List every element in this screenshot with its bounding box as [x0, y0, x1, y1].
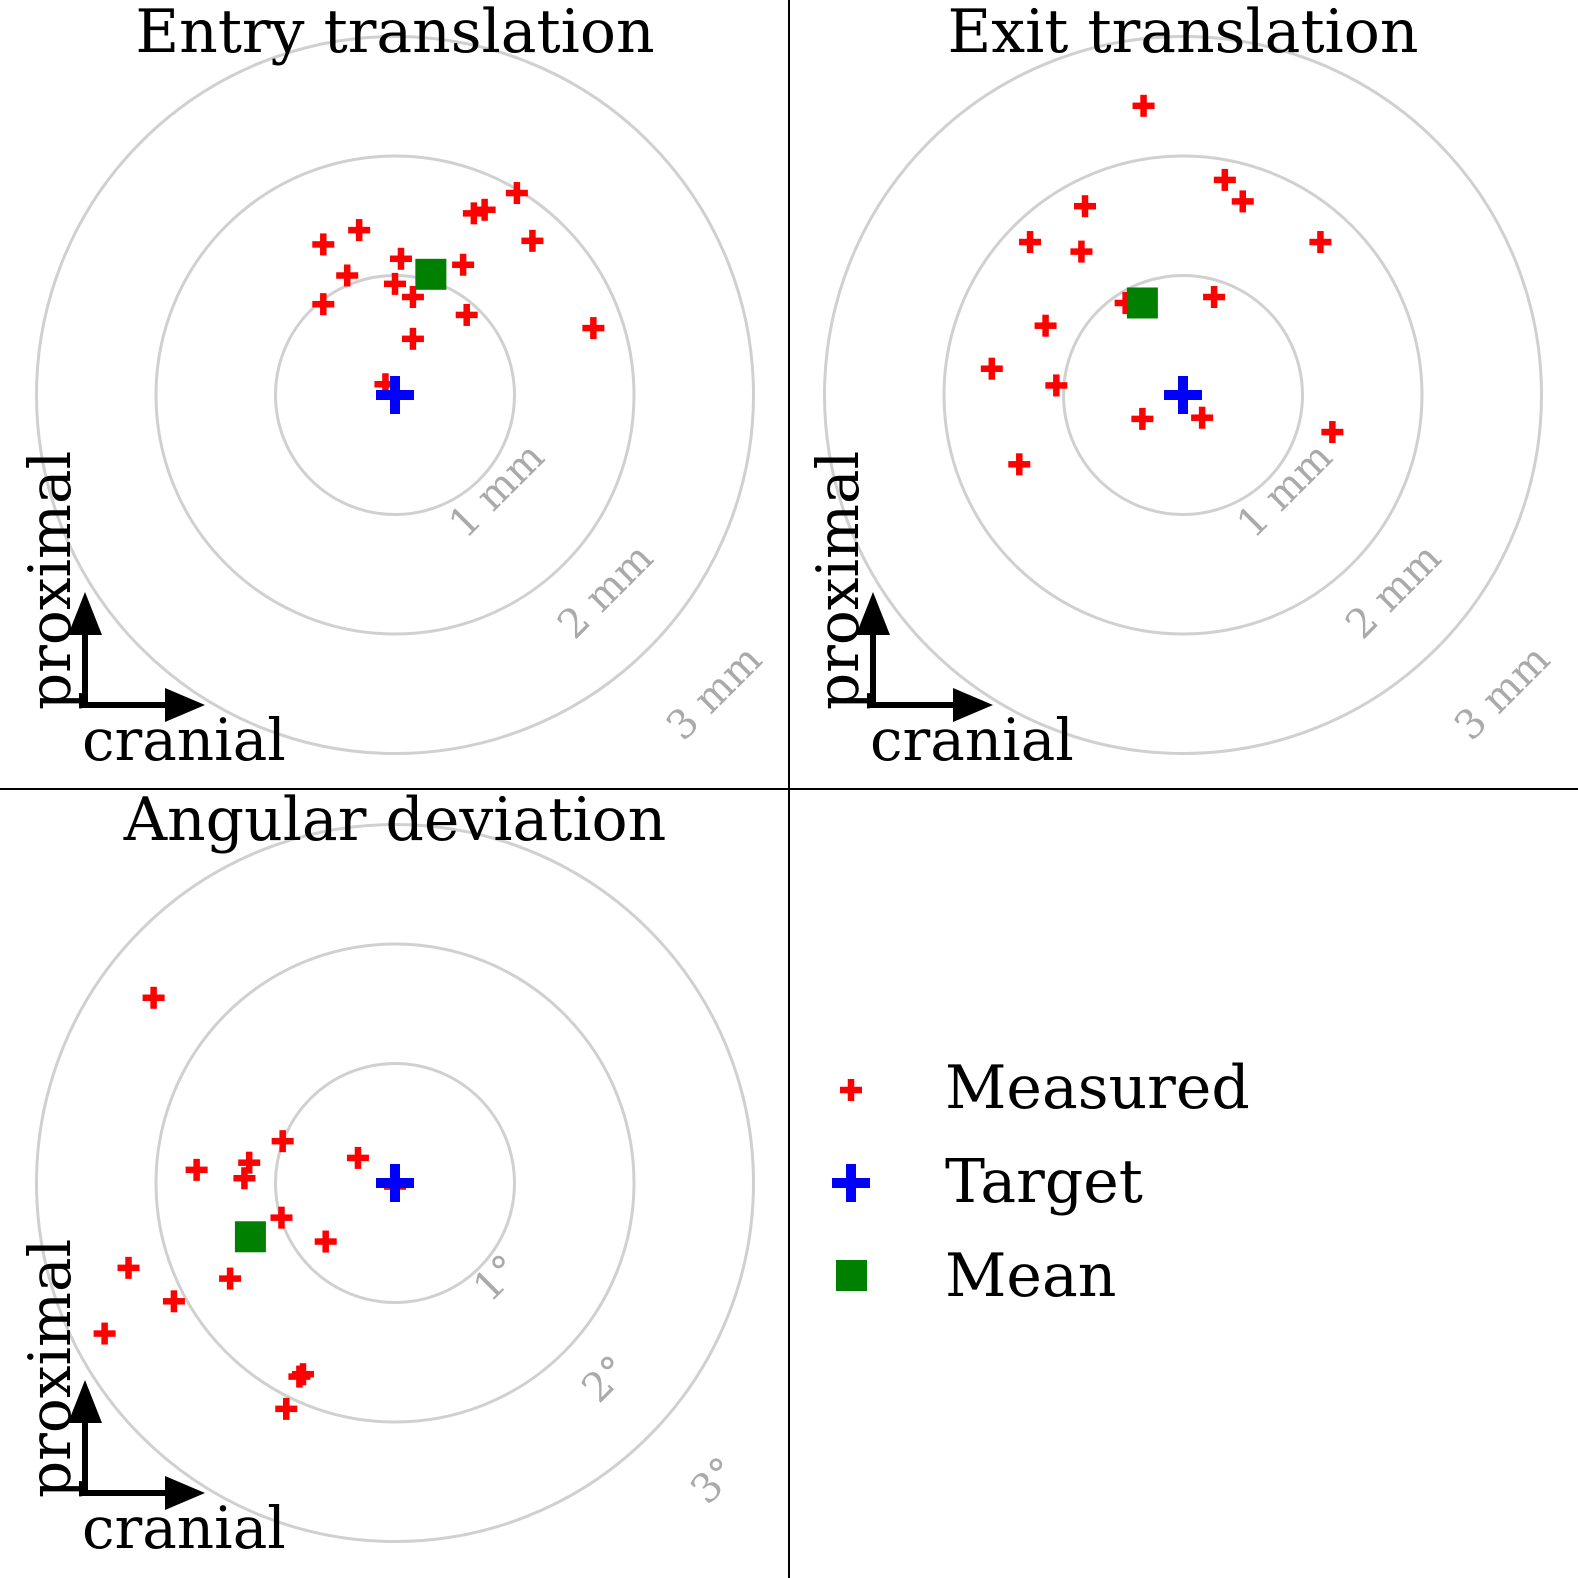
measured-point: [238, 1151, 261, 1174]
measured-point: [401, 286, 424, 309]
ring-label: 3°: [682, 1449, 747, 1514]
ring-label: 3 mm: [1446, 636, 1559, 749]
ring-2: [154, 154, 636, 636]
measured-point: [452, 253, 475, 276]
panel-title: Angular deviation: [123, 785, 667, 855]
x-direction-label: cranial: [82, 1494, 286, 1562]
legend-mean-marker: [836, 1260, 867, 1291]
y-direction-label: proximal: [16, 451, 84, 710]
measured-point: [1045, 374, 1068, 397]
measured-point: [117, 1256, 140, 1279]
measured-point: [1203, 286, 1226, 309]
measured-point: [1213, 168, 1236, 191]
measured-point: [93, 1322, 116, 1345]
measured-point: [384, 272, 406, 295]
measured-point: [336, 264, 359, 287]
measured-point: [1008, 453, 1031, 476]
measured-point: [275, 1397, 298, 1420]
measured-point: [1321, 421, 1344, 444]
measured-point: [233, 1167, 256, 1190]
ring-3: [35, 823, 755, 1543]
entry-translation-panel: 1 mm2 mm3 mm Entry translation cranialprox…: [16, 0, 771, 774]
measured-point: [374, 373, 397, 396]
direction-arrows: [856, 592, 993, 722]
measured-point: [162, 1290, 185, 1313]
measured-point: [270, 1206, 293, 1229]
measured-point: [1034, 314, 1057, 337]
ring-label: 2°: [573, 1347, 638, 1412]
ring-2: [942, 154, 1424, 636]
ring-3: [35, 35, 755, 755]
legend-target-label: Target: [945, 1147, 1143, 1217]
panel-title: Exit translation: [947, 0, 1418, 67]
measured-point: [521, 229, 544, 252]
ring-1: [274, 1062, 516, 1304]
measured-point: [348, 219, 371, 242]
measured-point: [401, 327, 424, 350]
ring-label: 3 mm: [658, 636, 771, 749]
mean-point: [415, 258, 447, 290]
panel-title: Entry translation: [135, 0, 654, 67]
y-direction-label: proximal: [804, 451, 872, 710]
ring-label: 1 mm: [1228, 434, 1341, 547]
measured-point: [312, 233, 335, 256]
measured-point: [1019, 231, 1042, 254]
ring-label: 2 mm: [1337, 535, 1450, 648]
target-point: [376, 1164, 414, 1202]
ring-label: 1 mm: [440, 434, 553, 547]
measured-marker-glyph: [840, 1079, 862, 1101]
measured-point: [185, 1158, 208, 1181]
mean-point: [234, 1221, 266, 1253]
y-direction-label: proximal: [16, 1239, 84, 1498]
measured-point: [1074, 195, 1097, 218]
measured-point: [1191, 406, 1214, 429]
ring-1: [1062, 274, 1304, 516]
ring-label: 1°: [465, 1246, 530, 1311]
ring-2: [154, 942, 636, 1424]
measured-point: [1231, 190, 1254, 213]
direction-arrows: [68, 1380, 205, 1510]
measured-point: [455, 303, 478, 326]
measured-point: [505, 182, 528, 205]
measured-point: [271, 1130, 294, 1153]
measured-point: [312, 293, 335, 316]
legend-measured-label: Measured: [945, 1053, 1250, 1123]
measured-point: [346, 1146, 369, 1169]
ring-label: 2 mm: [549, 535, 662, 648]
measured-point: [582, 317, 605, 340]
measured-point: [142, 986, 165, 1009]
measured-point: [1114, 291, 1137, 314]
x-direction-label: cranial: [870, 706, 1074, 774]
exit-translation-panel: 1 mm2 mm3 mm Exit translation cranialproxi…: [804, 0, 1559, 774]
measured-point: [1309, 231, 1332, 254]
legend-mean-label: Mean: [945, 1241, 1116, 1311]
x-direction-label: cranial: [82, 706, 286, 774]
measured-point: [288, 1365, 311, 1388]
target-point: [376, 376, 414, 414]
target-point: [1164, 376, 1202, 414]
measured-point: [1131, 407, 1154, 430]
measured-point: [1070, 240, 1093, 263]
measured-point: [314, 1230, 337, 1253]
legend: Measured Target Mean: [832, 1053, 1250, 1311]
direction-arrows: [68, 592, 205, 722]
measured-point: [462, 202, 485, 225]
measured-point: [1132, 94, 1155, 117]
target-marker-glyph: [832, 1164, 870, 1202]
measured-point: [219, 1267, 242, 1290]
measured-point: [473, 198, 496, 221]
legend-measured-marker: [840, 1079, 862, 1101]
measured-point: [389, 247, 412, 270]
ring-3: [823, 35, 1543, 755]
mean-point: [1126, 287, 1158, 319]
measured-point: [980, 357, 1003, 380]
legend-target-marker: [832, 1164, 870, 1202]
